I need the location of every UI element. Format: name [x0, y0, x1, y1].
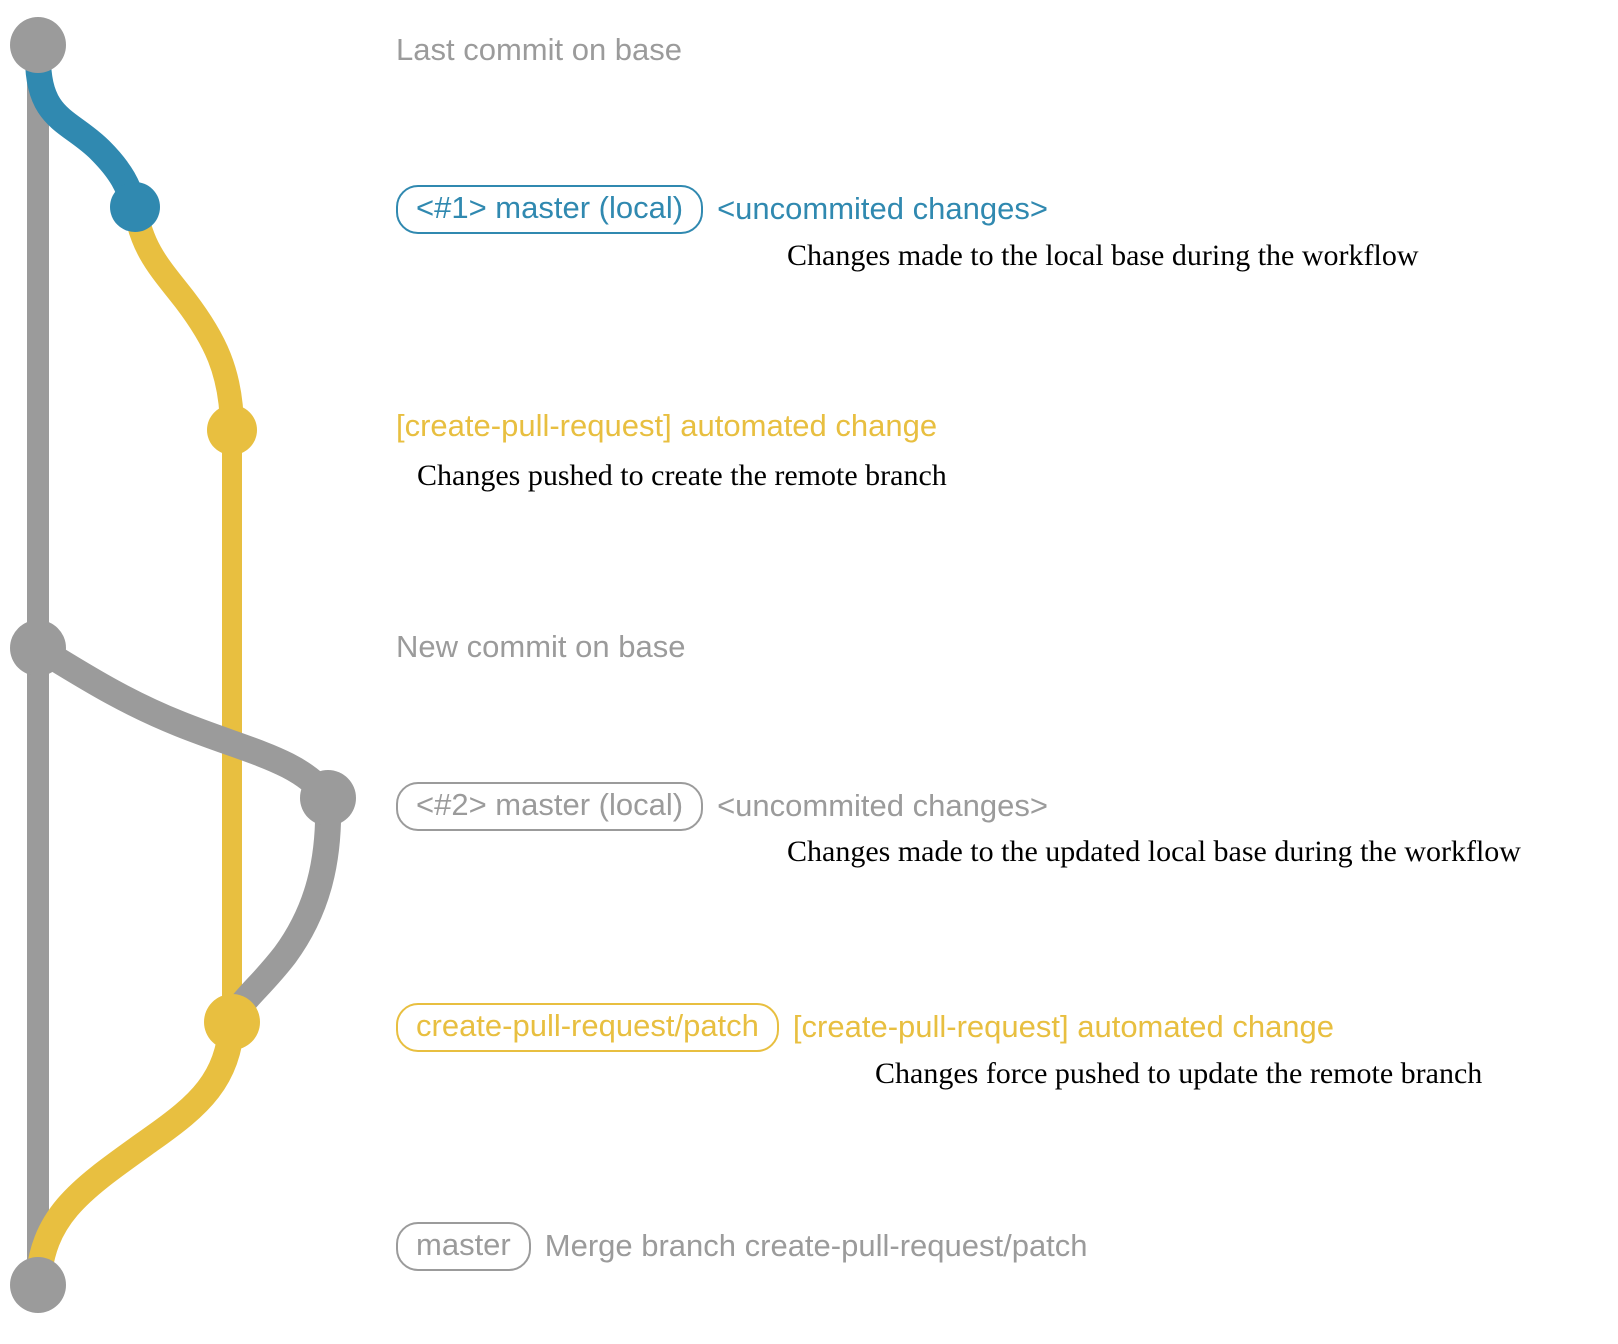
edge-base-new-to-local-2 — [25, 635, 341, 811]
node-master-local-2[interactable] — [300, 770, 356, 826]
commit-subject-master-merge: Merge branch create-pull-request/patch — [544, 1228, 1088, 1264]
commit-subject-automated-change-1: [create-pull-request] automated change — [396, 408, 938, 443]
row-new-commit-on-base: New commit on base — [396, 629, 685, 665]
commit-subject-automated-change-2: [create-pull-request] automated change — [792, 1009, 1335, 1045]
commit-description-master-local-2: Changes made to the updated local base d… — [787, 835, 1521, 868]
commit-description-automated-change-1: Changes pushed to create the remote bran… — [417, 459, 947, 492]
row-master-local-1: <#1> master (local) <uncommited changes> — [396, 185, 1048, 234]
ref-badge-create-pull-request-patch[interactable]: create-pull-request/patch — [396, 1003, 779, 1052]
row-create-pull-request-patch: create-pull-request/patch [create-pull-r… — [396, 1003, 1334, 1052]
edge-local-1-to-patch-1 — [123, 195, 244, 442]
commit-description-master-local-1: Changes made to the local base during th… — [787, 239, 1419, 272]
commit-description-automated-change-2: Changes force pushed to update the remot… — [875, 1057, 1483, 1090]
commit-subject-new-commit-on-base: New commit on base — [396, 629, 686, 664]
row-automated-change-1: [create-pull-request] automated change — [396, 408, 937, 444]
node-last-commit-on-base[interactable] — [10, 17, 66, 73]
node-master-local-1[interactable] — [110, 182, 160, 232]
node-create-pull-request-patch[interactable] — [204, 994, 260, 1050]
ref-badge-master-local-1[interactable]: <#1> master (local) — [396, 185, 704, 234]
commit-subject-last-commit-on-base: Last commit on base — [396, 32, 683, 67]
row-last-commit-on-base: Last commit on base — [396, 32, 682, 68]
ref-badge-master[interactable]: master — [396, 1222, 531, 1271]
commit-subject-master-local-2: <uncommited changes> — [717, 788, 1048, 824]
row-master-local-2: <#2> master (local) <uncommited changes> — [396, 782, 1048, 831]
node-master-merge[interactable] — [10, 1257, 66, 1313]
node-new-commit-on-base[interactable] — [10, 620, 66, 676]
commit-subject-master-local-1: <uncommited changes> — [717, 191, 1048, 227]
ref-badge-master-local-2[interactable]: <#2> master (local) — [396, 782, 704, 831]
row-master-merge: master Merge branch create-pull-request/… — [396, 1222, 1088, 1271]
node-automated-change-1[interactable] — [207, 405, 257, 455]
edge-local-2-to-patch-2 — [219, 785, 342, 1035]
edge-patch-2-to-merge — [25, 1009, 245, 1298]
edge-base-to-local-1 — [25, 45, 148, 220]
